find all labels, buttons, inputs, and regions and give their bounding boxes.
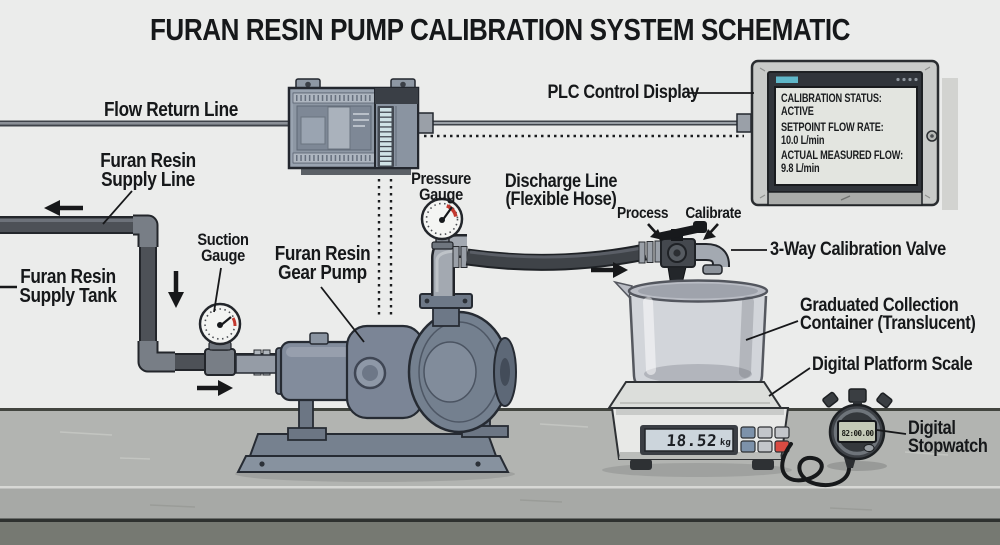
suction-gauge [198,302,242,376]
plc-screen [774,86,918,186]
leader-lines [0,92,907,435]
label-stopwatch: Digital Stopwatch [908,418,988,458]
flow-arrows [44,200,628,396]
plc-actual-value: 9.8 L/min [781,163,820,175]
label-supply-tank: Furan Resin Supply Tank [19,266,117,307]
scale-reading: 18.52 kg [665,430,732,450]
dotted-signal-lines [377,134,744,316]
plc-controller [287,78,420,175]
valve-pointer-arrows [647,223,719,240]
plc-display-panel [750,59,958,210]
calibration-valve [657,221,730,293]
label-flow-return-line: Flow Return Line [103,99,238,121]
status-chip [776,76,798,83]
plc-status-value: ACTIVE [781,106,814,118]
bezel-dots [896,77,918,82]
label-gear-pump: Furan Resin Gear Pump [274,243,371,284]
plc-setpoint-value: 10.0 L/min [781,135,825,147]
label-plc-control-display: PLC Control Display [547,82,700,103]
label-pressure-gauge: Pressure Gauge [411,169,471,205]
flow-return-pipe [0,120,290,127]
floor-scratches [149,499,873,511]
page-title: FURAN RESIN PUMP CALIBRATION SYSTEM SCHE… [149,12,851,47]
stopwatch-reading: 82:00.00 [841,428,874,438]
stopwatch [780,388,893,487]
discharge-hose [465,240,662,271]
scale-keypad [740,426,790,453]
label-process-port: Process [617,205,669,222]
lanyard-cord [780,442,851,487]
pressure-gauge [420,197,464,241]
label-three-way-valve: 3-Way Calibration Valve [770,239,946,260]
plc-setpoint-label: SETPOINT FLOW RATE: [781,122,884,134]
bezel-screws [759,66,931,199]
gear-pump [235,293,517,473]
label-platform-scale: Digital Platform Scale [812,354,973,375]
scale-lcd [644,428,734,452]
plc-status-label: CALIBRATION STATUS: [781,93,882,105]
label-calibrate-port: Calibrate [685,205,742,222]
plc-actual-label: ACTUAL MEASURED FLOW: [781,150,904,162]
label-discharge-line: Discharge Line (Flexible Hose) [504,171,618,211]
plc-led-column [380,108,392,166]
stopwatch-lcd [837,420,877,443]
label-supply-line: Furan Resin Supply Line [100,150,196,191]
platform-scale [607,381,790,470]
label-suction-gauge: Suction Gauge [197,230,249,266]
collection-beaker [612,279,769,397]
label-collection-container: Graduated Collection Container (Transluc… [800,295,976,335]
